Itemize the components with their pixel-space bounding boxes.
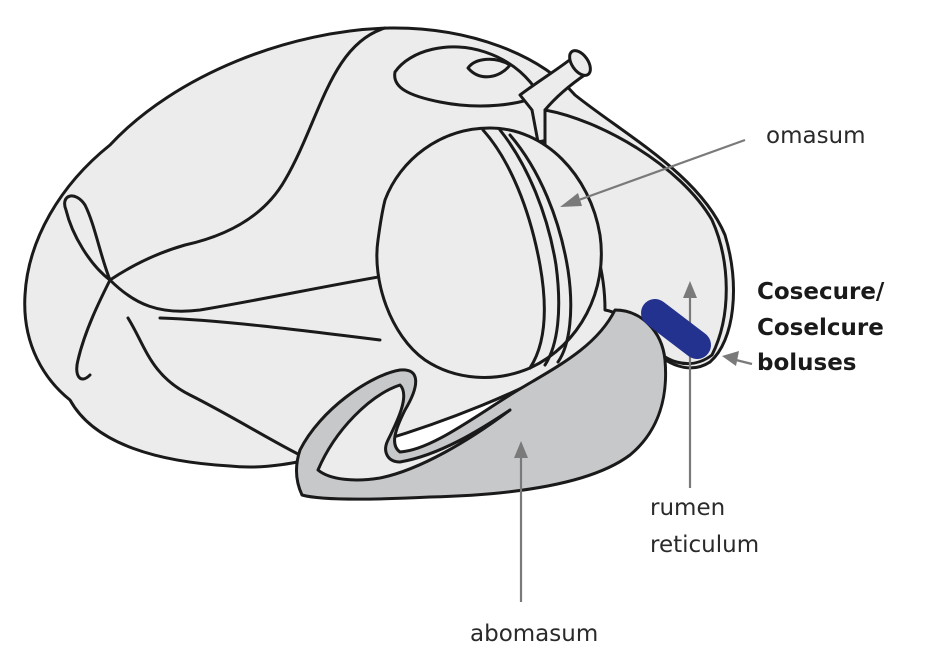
rumen-fold-upper <box>108 26 387 282</box>
omasum-arrowhead <box>560 193 582 207</box>
bolus-leader-line <box>735 358 753 366</box>
reticulum-label: reticulum <box>650 532 760 558</box>
abomasum-arrowhead <box>514 441 528 458</box>
bolus-label-line-1: Cosecure/ <box>757 279 885 305</box>
bolus-label-line-3: boluses <box>757 350 857 376</box>
abomasum-label: abomasum <box>470 621 599 647</box>
omasum-inner-band-inner <box>498 128 561 367</box>
abomasum-inner-fold <box>316 383 512 482</box>
bolus-label-line-2: Coselcure <box>757 315 884 341</box>
rumen-fold-left-loop <box>63 194 112 381</box>
abomasum-shape <box>295 308 668 501</box>
rumen-reticulum-arrowhead <box>683 281 697 298</box>
rumen-fold-inner-curve <box>158 316 382 342</box>
bolus-arrowhead <box>722 351 739 366</box>
omasum-label: omasum <box>766 123 866 149</box>
rumen-label: rumen <box>650 495 726 521</box>
rumen-fold-center <box>108 273 392 313</box>
esophagus-opening <box>568 49 592 77</box>
rumen-fold-lower-loop <box>126 316 302 457</box>
rumen-dorsal-small-loop <box>466 57 512 79</box>
omasum-inner-band-outer <box>481 128 546 370</box>
omasum-inner-band-edge <box>508 133 573 364</box>
omasum-leader-line <box>575 138 746 203</box>
bolus-capsule <box>641 299 711 359</box>
